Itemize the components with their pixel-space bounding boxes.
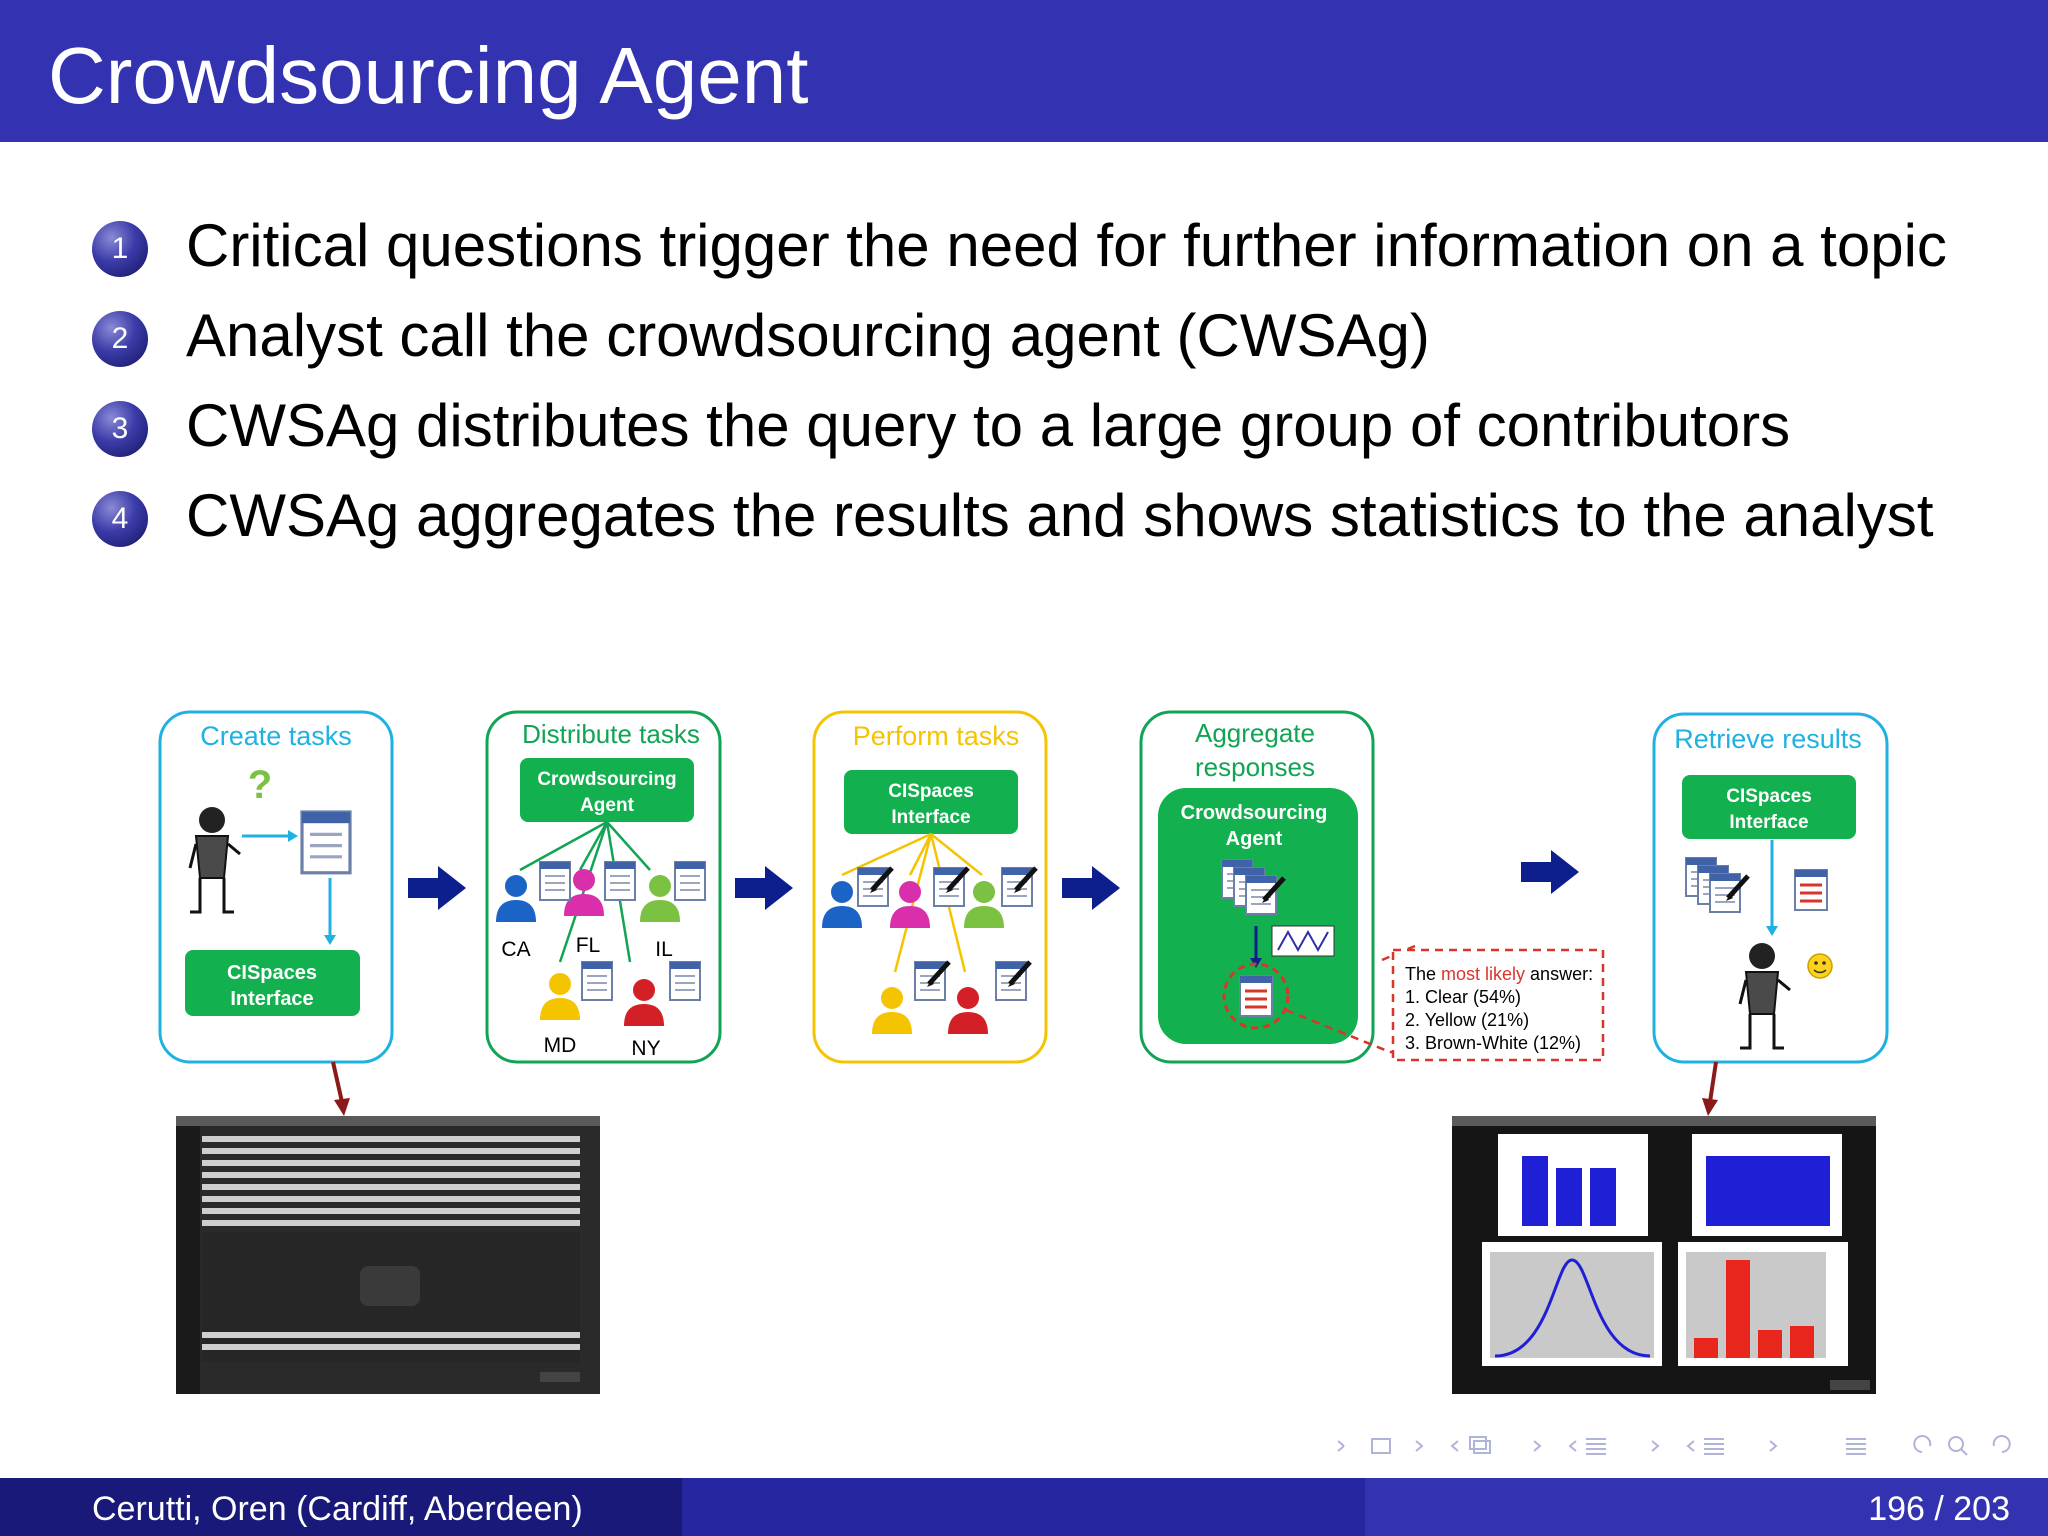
screenshot-thumbnail bbox=[176, 1116, 600, 1394]
flow-arrow-icon bbox=[408, 866, 466, 910]
state-label: MD bbox=[544, 1034, 577, 1057]
nav-back-search-icon[interactable] bbox=[1913, 1435, 2011, 1456]
item-number-ball: 4 bbox=[92, 491, 148, 547]
navigation-bar bbox=[1337, 1435, 2011, 1456]
crowdsourcing-workflow-diagram: Create tasks ? CISpaces Interface Distri… bbox=[158, 710, 1889, 1394]
nav-subsection-icon[interactable] bbox=[1450, 1436, 1542, 1454]
interface-box bbox=[844, 770, 1018, 834]
svg-text:Crowdsourcing: Crowdsourcing bbox=[1181, 802, 1328, 824]
task-form-icon bbox=[300, 810, 352, 875]
result-highlight-circle bbox=[1222, 962, 1290, 1030]
svg-text:CISpaces: CISpaces bbox=[888, 781, 974, 802]
answer-item: 2. Yellow (21%) bbox=[1405, 1010, 1529, 1030]
stage-retrieve-results: Retrieve results CISpaces Interface bbox=[1652, 712, 1889, 1064]
svg-text:Interface: Interface bbox=[1729, 812, 1808, 833]
svg-text:Crowdsourcing: Crowdsourcing bbox=[537, 769, 676, 790]
item-number-ball: 2 bbox=[92, 311, 148, 367]
list-item-text: Analyst call the crowdsourcing agent (CW… bbox=[186, 302, 1430, 369]
stage-create-tasks: Create tasks ? CISpaces Interface bbox=[158, 710, 394, 1064]
nav-frame-icon[interactable] bbox=[1337, 1438, 1424, 1454]
stage-title: Distribute tasks bbox=[522, 719, 700, 749]
task-form-icon bbox=[674, 861, 706, 901]
list-item-text: Critical questions trigger the need for … bbox=[186, 212, 1947, 279]
nav-document-icon[interactable] bbox=[1686, 1438, 1778, 1455]
smiley-icon bbox=[1807, 953, 1833, 979]
stage-distribute-tasks: Distribute tasks Crowdsourcing Agent CA … bbox=[485, 710, 722, 1064]
question-mark-icon: ? bbox=[248, 763, 272, 807]
stage-title: Create tasks bbox=[200, 721, 352, 751]
svg-text:Interface: Interface bbox=[891, 807, 970, 828]
list-item-text: CWSAg aggregates the results and shows s… bbox=[186, 482, 1934, 549]
stage-subtitle: responses bbox=[1195, 752, 1315, 782]
answer-item: 3. Brown-White (12%) bbox=[1405, 1033, 1581, 1053]
stage-aggregate-responses: Aggregate responses Crowdsourcing Agent bbox=[1139, 710, 1375, 1064]
state-label: IL bbox=[655, 938, 673, 961]
footer-right-section: 196 / 203 bbox=[1365, 1478, 2048, 1536]
svg-text:CISpaces: CISpaces bbox=[227, 962, 317, 984]
state-label: CA bbox=[501, 938, 530, 961]
footer-authors: Cerutti, Oren (Cardiff, Aberdeen) bbox=[92, 1490, 583, 1528]
stage-perform-tasks: Perform tasks CISpaces Interface bbox=[812, 710, 1048, 1064]
svg-text:Interface: Interface bbox=[230, 988, 313, 1010]
task-form-icon bbox=[581, 961, 613, 1001]
footer-middle-section bbox=[682, 1478, 1365, 1536]
svg-text:Agent: Agent bbox=[580, 795, 635, 816]
stage-title: Aggregate bbox=[1195, 718, 1315, 748]
item-number-ball: 3 bbox=[92, 401, 148, 457]
interface-box bbox=[1682, 775, 1856, 839]
item-number-ball: 1 bbox=[92, 221, 148, 277]
agent-box bbox=[1158, 788, 1358, 1044]
page-number: 196 / 203 bbox=[1868, 1490, 2010, 1528]
answer-item: 1. Clear (54%) bbox=[1405, 987, 1521, 1007]
result-form-icon bbox=[1794, 869, 1828, 911]
slide-title: Crowdsourcing Agent bbox=[48, 31, 809, 120]
footer: Cerutti, Oren (Cardiff, Aberdeen) 196 / … bbox=[0, 1478, 2048, 1536]
task-form-icon bbox=[539, 861, 571, 901]
svg-text:Agent: Agent bbox=[1226, 828, 1283, 850]
svg-text:CISpaces: CISpaces bbox=[1726, 786, 1812, 807]
title-bar: Crowdsourcing Agent bbox=[0, 0, 2048, 142]
footer-left-section: Cerutti, Oren (Cardiff, Aberdeen) bbox=[0, 1478, 682, 1536]
state-label: FL bbox=[576, 934, 601, 957]
screenshot-thumbnail bbox=[1452, 1116, 1876, 1394]
flow-arrow-icon bbox=[735, 866, 793, 910]
flow-arrow-icon bbox=[1062, 866, 1120, 910]
stage-title: Perform tasks bbox=[853, 721, 1020, 751]
nav-section-icon[interactable] bbox=[1568, 1438, 1660, 1455]
answer-heading: The most likely answer: bbox=[1405, 964, 1593, 984]
agent-box bbox=[520, 758, 694, 822]
answer-box: The most likely answer: 1. Clear (54%) 2… bbox=[1391, 948, 1605, 1062]
interface-box bbox=[185, 950, 360, 1016]
result-form-icon bbox=[1239, 975, 1273, 1017]
state-label: NY bbox=[631, 1037, 660, 1060]
task-form-icon bbox=[669, 961, 701, 1001]
nav-menu-icon[interactable] bbox=[1846, 1438, 1866, 1455]
flow-arrow-icon bbox=[1521, 850, 1579, 894]
list-item-text: CWSAg distributes the query to a large g… bbox=[186, 392, 1791, 459]
task-form-icon bbox=[604, 861, 636, 901]
stage-title: Retrieve results bbox=[1674, 724, 1862, 754]
